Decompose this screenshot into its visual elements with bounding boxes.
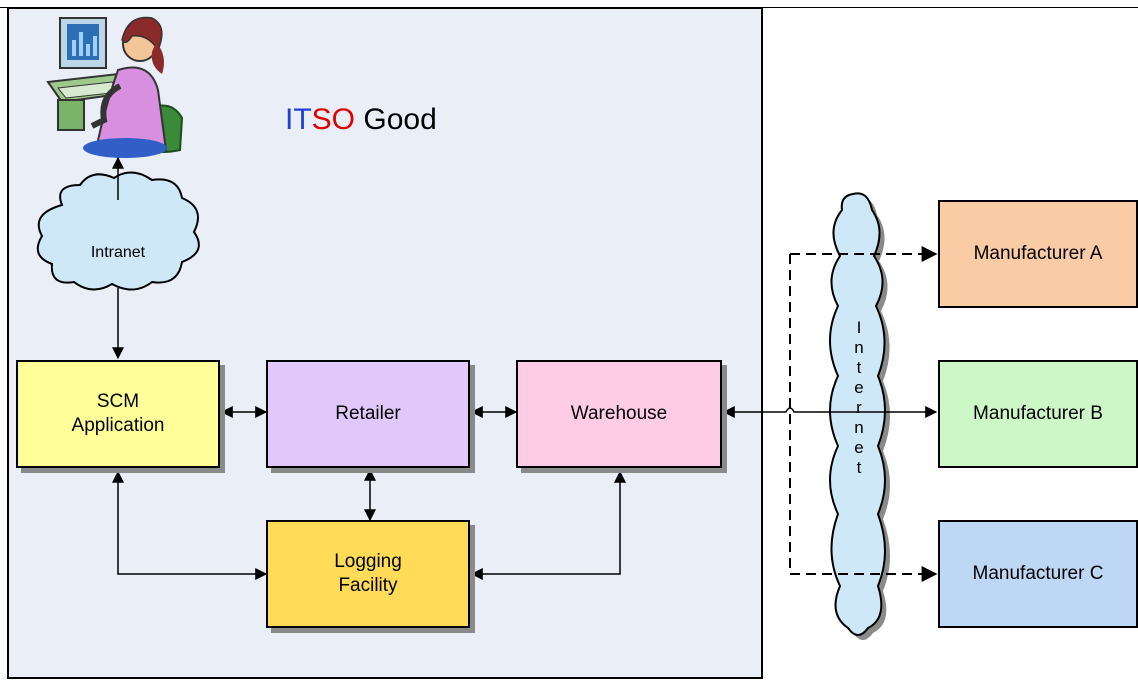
intranet-label: Intranet (90, 244, 146, 261)
retailer-box: Retailer (266, 360, 470, 468)
title-part-so: SO (311, 103, 356, 136)
border-line-top (763, 7, 1138, 8)
person-at-computer-icon (46, 16, 184, 158)
warehouse-box: Warehouse (516, 360, 722, 468)
scm-application-box: SCM Application (16, 360, 220, 468)
scm-logging-connector (112, 470, 268, 580)
internet-letter: t (856, 358, 862, 377)
title-part-good: Good (355, 103, 437, 136)
intranet-cloud-shape (36, 171, 200, 291)
internet-letter: I (856, 318, 862, 337)
internet-letter: n (854, 418, 864, 437)
warehouse-logging-connector (470, 470, 626, 580)
title-part-it: IT (285, 103, 312, 136)
manufacturer-c-box: Manufacturer C (938, 520, 1138, 628)
internet-letter: n (854, 338, 864, 357)
logging-facility-box: Logging Facility (266, 520, 470, 628)
manufacturer-b-box: Manufacturer B (938, 360, 1138, 468)
internet-letter: r (856, 398, 862, 417)
border-line-left (0, 7, 7, 8)
internet-letter: t (856, 458, 862, 477)
diagram-title: ITSO Good (285, 103, 437, 137)
internet-letter: e (854, 378, 864, 397)
manufacturer-a-box: Manufacturer A (938, 200, 1138, 308)
internet-letter: e (854, 438, 864, 457)
